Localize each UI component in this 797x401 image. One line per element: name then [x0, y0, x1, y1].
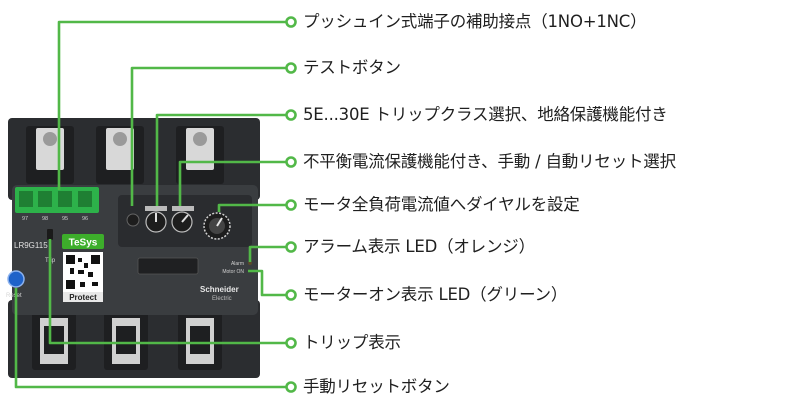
- callout-reset-button: 手動リセットボタン: [303, 377, 450, 396]
- terminal-label: 96: [82, 216, 88, 222]
- callout-line-trip-class: [155, 113, 287, 206]
- manufacturer-logo-sub: Electric: [212, 296, 232, 302]
- tesys-badge: [62, 234, 104, 249]
- callout-unbalance-reset: 不平衡電流保護機能付き、手動 / 自動リセット選択: [303, 152, 676, 171]
- callout-line-reset: [14, 288, 287, 389]
- callout-aux-contacts: プッシュイン式端子の補助接点（1NO+1NC）: [303, 12, 647, 31]
- display-window: [137, 257, 199, 275]
- overload-relay: 97 98 95 96 LR9G115 TeSys Trip Prot: [6, 118, 260, 378]
- callout-markers: [285, 16, 297, 393]
- callout-line-alarm-led: [248, 245, 287, 262]
- terminal-label: 97: [22, 216, 28, 222]
- callout-trip-indicator: トリップ表示: [303, 333, 401, 352]
- callout-line-trip: [48, 239, 287, 345]
- aux-terminal-labels: 97 98 95 96: [22, 216, 88, 222]
- callout-trip-class: 5E...30E トリップクラス選択、地絡保護機能付き: [303, 105, 668, 124]
- callout-line-unbalance: [178, 160, 287, 206]
- manufacturer-logo: Schneider: [200, 285, 239, 294]
- qr-caption: Protect: [69, 293, 97, 302]
- callout-marker: [285, 199, 297, 211]
- callout-test-button: テストボタン: [303, 58, 401, 77]
- callout-marker: [285, 156, 297, 168]
- callout-fla-dial: モータ全負荷電流値へダイヤルを設定: [303, 195, 580, 214]
- callout-marker: [285, 62, 297, 74]
- bottom-terminals: [32, 312, 222, 370]
- top-terminals: [26, 126, 224, 184]
- callout-lines: [14, 20, 287, 389]
- model-label: LR9G115: [14, 241, 48, 250]
- callout-line-motor-led: [248, 269, 287, 297]
- callout-marker: [285, 16, 297, 28]
- callout-line-aux: [57, 20, 287, 190]
- brand-label: TeSys: [69, 238, 98, 249]
- trip-indicator: [47, 229, 53, 240]
- callout-marker: [285, 289, 297, 301]
- reset-button[interactable]: [7, 270, 25, 288]
- callout-marker: [285, 381, 297, 393]
- callout-line-test: [130, 66, 287, 206]
- aux-terminal-block: [15, 187, 99, 213]
- alarm-led-label: Alarm: [231, 261, 244, 267]
- callout-line-fla: [217, 203, 287, 212]
- callout-marker: [285, 337, 297, 349]
- callout-marker: [285, 109, 297, 121]
- motor-on-led-label: Motor ON: [222, 269, 244, 275]
- qr-code: [63, 252, 103, 292]
- callout-motor-on-led: モーターオン表示 LED（グリーン）: [303, 285, 568, 304]
- callout-marker: [285, 241, 297, 253]
- test-button[interactable]: [126, 213, 140, 227]
- terminal-label: 98: [42, 216, 48, 222]
- terminal-label: 95: [62, 216, 68, 222]
- reset-label: Reset: [6, 293, 22, 299]
- callout-alarm-led: アラーム表示 LED（オレンジ）: [303, 237, 535, 256]
